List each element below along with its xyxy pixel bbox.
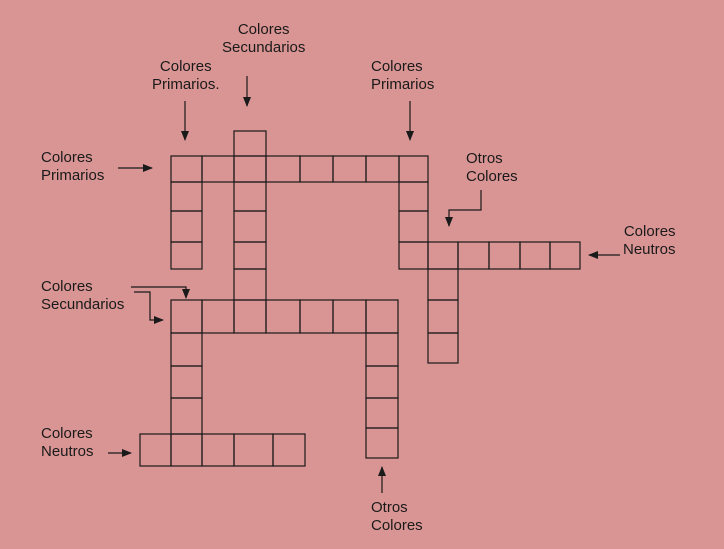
clue-bottom-otros: Otros Colores xyxy=(371,499,423,534)
clue-top-primarios-left: Colores Primarios. xyxy=(152,58,220,93)
crossword-cell[interactable] xyxy=(427,268,459,301)
crossword-cell[interactable] xyxy=(272,433,306,467)
crossword-cell[interactable] xyxy=(233,241,267,270)
crossword-cell[interactable] xyxy=(170,210,203,243)
crossword-cell[interactable] xyxy=(398,181,429,212)
crossword-cell[interactable] xyxy=(233,433,274,467)
crossword-cell[interactable] xyxy=(427,332,459,364)
crossword-cell[interactable] xyxy=(398,210,429,243)
crossword-cell[interactable] xyxy=(365,397,399,429)
crossword-cell[interactable] xyxy=(233,155,267,183)
crossword-cell[interactable] xyxy=(549,241,581,270)
crossword-cell[interactable] xyxy=(365,299,399,334)
crossword-cell[interactable] xyxy=(170,365,203,399)
crossword-cell[interactable] xyxy=(427,241,459,270)
crossword-cell[interactable] xyxy=(398,155,429,183)
crossword-cell[interactable] xyxy=(332,299,367,334)
crossword-cell[interactable] xyxy=(457,241,490,270)
crossword-cell[interactable] xyxy=(170,181,203,212)
clue-left-secundarios: Colores Secundarios xyxy=(41,278,125,313)
crossword-cell[interactable] xyxy=(201,299,235,334)
clue-right-otros: Otros Colores xyxy=(466,150,518,185)
crossword-cell[interactable] xyxy=(170,332,203,367)
crossword-cell[interactable] xyxy=(170,155,203,183)
crossword-cell[interactable] xyxy=(365,155,400,183)
crossword-cell[interactable] xyxy=(233,210,267,243)
clue-top-secundarios: Colores Secundarios xyxy=(222,21,306,56)
crossword-cell[interactable] xyxy=(233,130,267,157)
clue-left-neutros: Colores Neutros xyxy=(41,425,94,460)
crossword-cell[interactable] xyxy=(299,299,334,334)
crossword-cell[interactable] xyxy=(332,155,367,183)
crossword-cell[interactable] xyxy=(265,299,301,334)
crossword-cell[interactable] xyxy=(170,397,203,435)
crossword-cell[interactable] xyxy=(139,433,172,467)
crossword-cell[interactable] xyxy=(265,155,301,183)
crossword-cell[interactable] xyxy=(365,332,399,367)
crossword-cell[interactable] xyxy=(170,299,203,334)
clue-top-primarios-right: Colores Primarios xyxy=(371,58,435,93)
crossword-cell[interactable] xyxy=(519,241,551,270)
clue-arrow xyxy=(445,190,482,227)
crossword-cell[interactable] xyxy=(299,155,334,183)
crossword-cell[interactable] xyxy=(233,268,267,301)
clue-right-neutros: Colores Neutros xyxy=(623,223,676,258)
crossword-cell[interactable] xyxy=(398,241,429,270)
crossword-cell[interactable] xyxy=(170,241,203,270)
crossword-cell[interactable] xyxy=(488,241,521,270)
crossword-cell[interactable] xyxy=(365,365,399,399)
crossword-cell[interactable] xyxy=(201,433,235,467)
clue-left-primarios: Colores Primarios xyxy=(41,149,105,184)
crossword-cell[interactable] xyxy=(201,155,235,183)
clue-arrow xyxy=(134,291,164,324)
crossword-cell[interactable] xyxy=(427,299,459,334)
crossword-cell[interactable] xyxy=(233,299,267,334)
crossword-cell[interactable] xyxy=(233,181,267,212)
crossword-cell[interactable] xyxy=(170,433,203,467)
crossword-cell[interactable] xyxy=(365,427,399,459)
clue-arrow xyxy=(131,286,190,299)
